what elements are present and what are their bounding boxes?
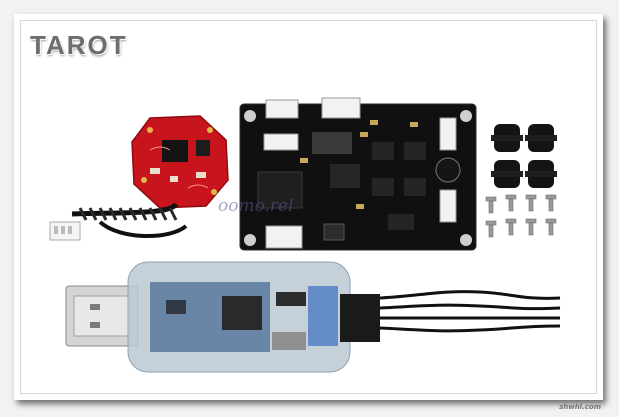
screw-icon <box>545 194 557 212</box>
watermark-text: oomo.rel <box>218 196 294 216</box>
usb-adapter-icon <box>65 261 561 373</box>
screw-icon <box>485 196 497 214</box>
screw-icon <box>545 218 557 236</box>
rubber-damper-icon <box>525 124 557 152</box>
rubber-dampers-icon <box>491 124 557 188</box>
footer-watermark: shwhl.com <box>559 403 601 411</box>
screw-icon <box>505 194 517 212</box>
screws-icon <box>485 194 557 238</box>
rubber-damper-icon <box>491 160 523 188</box>
screw-icon <box>485 220 497 238</box>
rubber-damper-icon <box>491 124 523 152</box>
screw-icon <box>525 194 537 212</box>
screw-icon <box>525 218 537 236</box>
gimbal-controller-board-icon <box>239 97 477 251</box>
imu-sensor-board-icon <box>131 115 229 209</box>
sensor-cable-icon <box>49 202 188 241</box>
frame-border <box>20 20 597 394</box>
rubber-damper-icon <box>525 160 557 188</box>
screw-icon <box>505 218 517 236</box>
tarot-logo: TAROT <box>30 30 128 60</box>
